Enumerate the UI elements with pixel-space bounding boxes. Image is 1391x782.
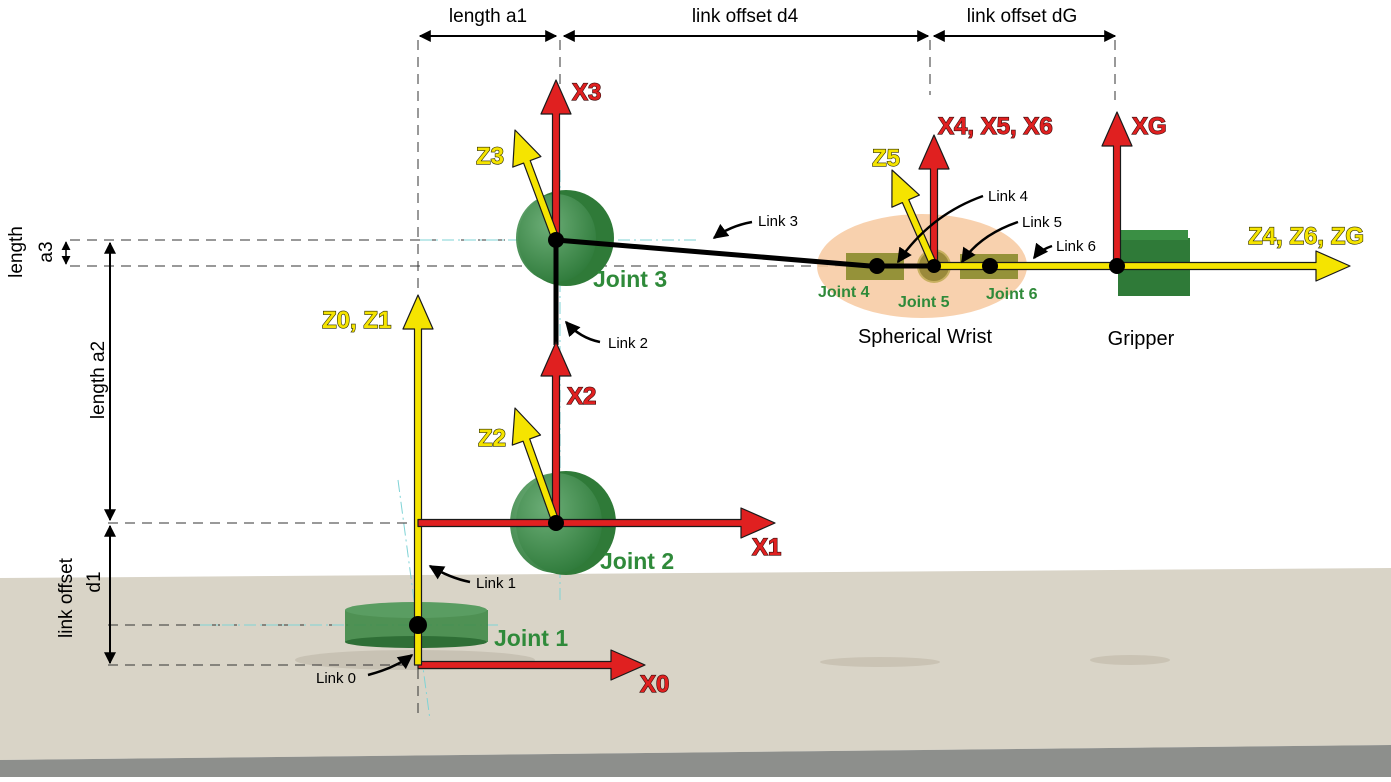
- link-label-1: Link 1: [476, 575, 516, 592]
- dim-length-a3-line1: length: [6, 226, 27, 278]
- link-label-0: Link 0: [316, 670, 356, 687]
- z2-axis-arrow: [511, 407, 560, 525]
- gripper-label: Gripper: [1108, 328, 1175, 350]
- axis-label-x1: X1: [752, 534, 781, 561]
- link-3-line: [555, 237, 871, 269]
- axis-label-x456: X4, X5, X6: [938, 113, 1053, 140]
- joint-label-3: Joint 3: [593, 266, 667, 292]
- axis-arrows: [402, 79, 1351, 681]
- joint-bodies: [345, 190, 1190, 648]
- joint-label-4: Joint 4: [818, 284, 870, 301]
- dim-length-a2: length a2: [88, 341, 109, 419]
- axis-label-x2: X2: [567, 383, 596, 410]
- joint-label-5: Joint 5: [898, 294, 950, 311]
- link-label-6: Link 6: [1056, 238, 1096, 255]
- xg-axis-arrow: [1101, 111, 1133, 267]
- dim-link-offset-d1-line1: link offset: [56, 557, 77, 638]
- link-label-2: Link 2: [608, 335, 648, 352]
- link-label-3: Link 3: [758, 213, 798, 230]
- floor: [0, 568, 1391, 777]
- axis-label-x3: X3: [572, 79, 601, 106]
- link-labels: Link 0 Link 1 Link 2 Link 3 Link 4 Link …: [316, 188, 1096, 687]
- axis-label-z46g: Z4, Z6, ZG: [1248, 223, 1364, 250]
- z46g-axis-arrow: [933, 250, 1351, 282]
- dimension-arrows: [61, 30, 1117, 665]
- axis-label-z2: Z2: [478, 425, 506, 452]
- spherical-wrist-label: Spherical Wrist: [858, 326, 993, 348]
- dimension-labels: length a1 link offset d4 link offset dG …: [6, 6, 1077, 638]
- dim-length-a3-line2: a3: [36, 241, 57, 262]
- joint-label-6: Joint 6: [986, 286, 1038, 303]
- z3-axis-arrow: [512, 129, 560, 242]
- joint-label-1: Joint 1: [494, 625, 568, 651]
- link-label-5: Link 5: [1022, 214, 1062, 231]
- joint-labels: Joint 1 Joint 2 Joint 3 Joint 4 Joint 5 …: [494, 266, 1038, 651]
- dim-link-offset-d1-line2: d1: [84, 571, 105, 592]
- z5-axis-arrow: [891, 169, 938, 268]
- joint-label-2: Joint 2: [600, 548, 674, 574]
- axis-label-z01: Z0, Z1: [322, 307, 391, 334]
- z01-axis-arrow: [402, 294, 434, 666]
- axis-label-z3: Z3: [476, 143, 504, 170]
- x0-axis-arrow: [417, 649, 646, 681]
- axis-label-xg: XG: [1132, 113, 1167, 140]
- dim-link-offset-d4: link offset d4: [692, 6, 799, 27]
- link-label-4: Link 4: [988, 188, 1028, 205]
- dim-link-offset-dg: link offset dG: [967, 6, 1078, 27]
- link-leaders: [367, 194, 1053, 677]
- axis-label-x0: X0: [640, 671, 669, 698]
- axis-label-z5: Z5: [872, 145, 900, 172]
- x1-axis-arrow: [417, 507, 776, 539]
- joint-centers: [409, 232, 1125, 634]
- dim-length-a1: length a1: [449, 6, 527, 27]
- x2-axis-arrow: [540, 341, 572, 524]
- axis-labels: X0 X1 X2 X3 X4, X5, X6 XG Z0, Z1 Z2 Z3 Z…: [321, 78, 1364, 698]
